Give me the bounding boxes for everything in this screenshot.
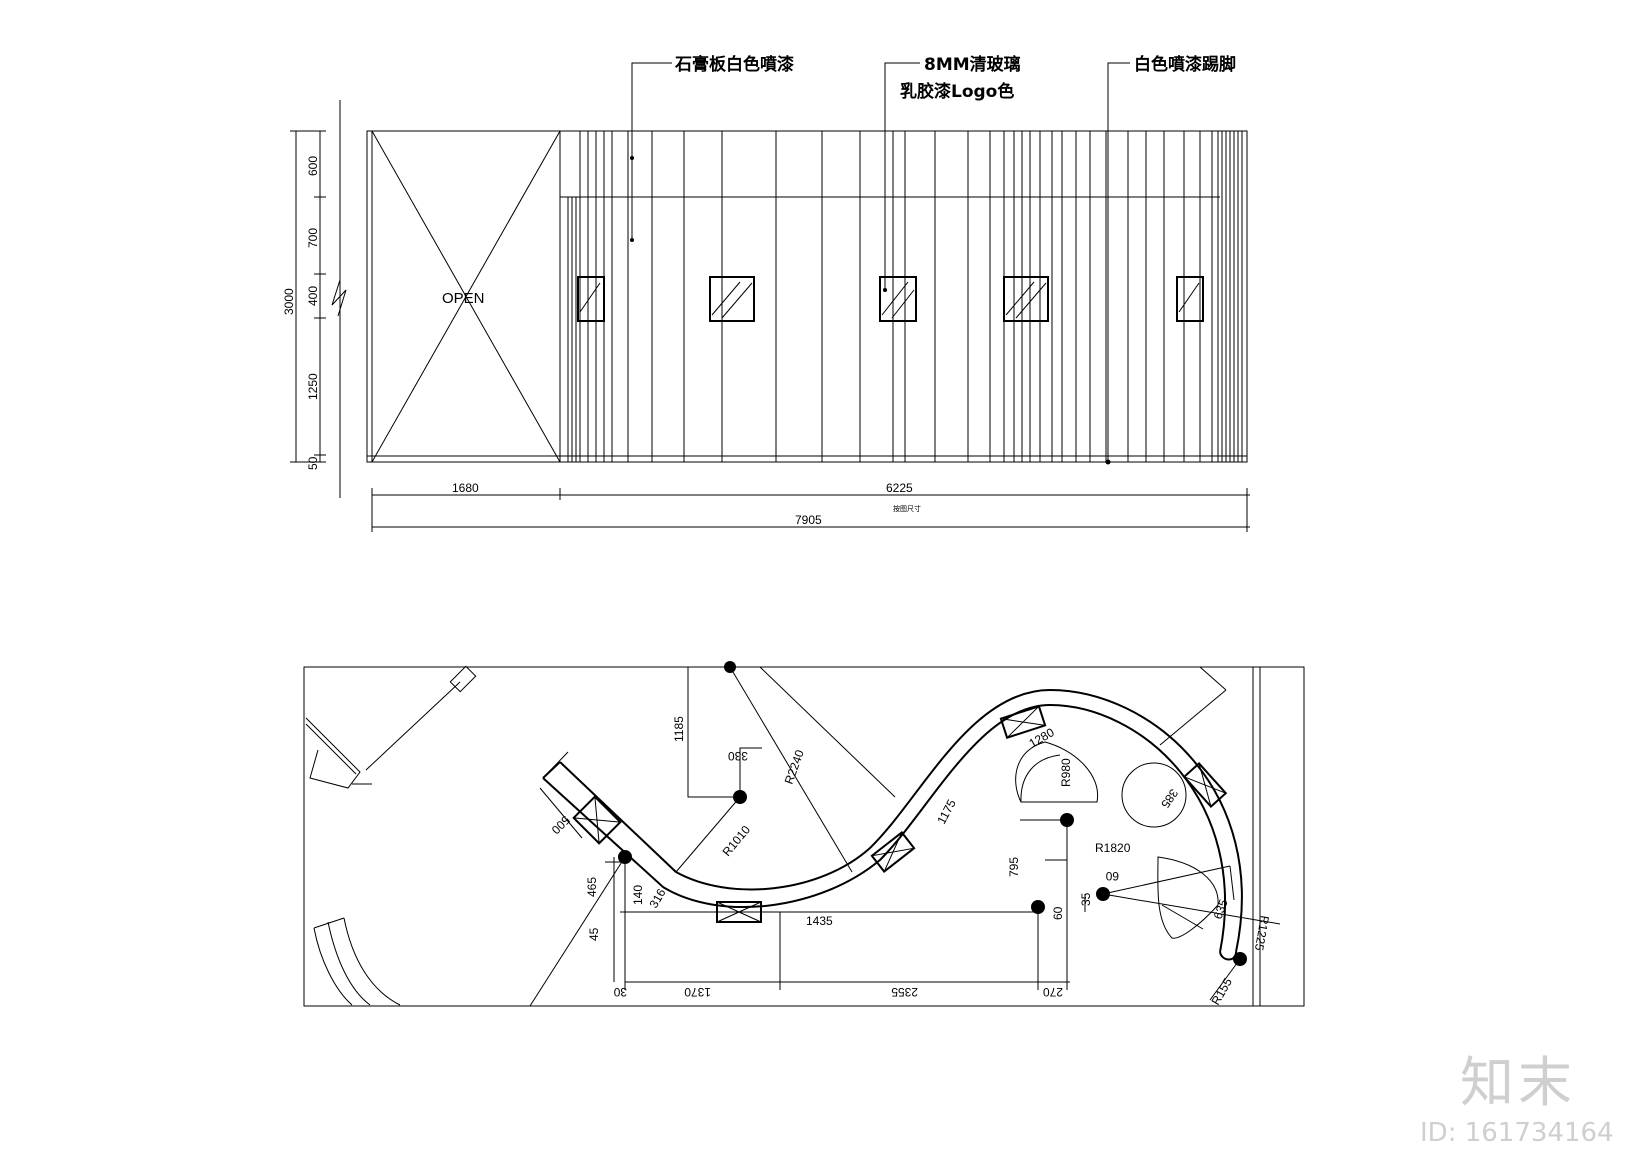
callout-kick: 白色噴漆踢脚 xyxy=(1134,54,1236,75)
dim-1435: 1435 xyxy=(806,914,833,928)
dim-385: 385 xyxy=(1158,786,1181,811)
watermark-logo: 知末 xyxy=(1460,1051,1576,1114)
callout-glass-2: 乳胶漆Logo色 xyxy=(900,81,1014,102)
open-door: OPEN xyxy=(371,130,561,463)
stools xyxy=(1015,741,1219,939)
dim-700: 700 xyxy=(306,228,320,248)
dim-465: 465 xyxy=(585,877,599,897)
callouts: 石膏板白色噴漆 8MM清玻璃 乳胶漆Logo色 白色噴漆踢脚 xyxy=(630,54,1236,465)
dim-r1820: R1820 xyxy=(1095,841,1131,855)
dim-400: 400 xyxy=(306,286,320,306)
dim-30: 30 xyxy=(613,985,627,999)
display-window xyxy=(1003,276,1049,322)
dim-6225: 6225 xyxy=(886,481,913,495)
dim-140: 140 xyxy=(631,885,645,905)
dim-270: 270 xyxy=(1043,985,1063,999)
display-window xyxy=(709,276,755,322)
dim-note: 按图尺寸 xyxy=(893,504,921,513)
pivot-points xyxy=(618,661,1247,966)
dim-60b: 60 xyxy=(1105,869,1119,883)
dim-50: 50 xyxy=(306,456,320,470)
dim-1175: 1175 xyxy=(934,797,959,827)
dim-1680: 1680 xyxy=(452,481,479,495)
display-window xyxy=(1176,276,1204,322)
dim-635: 635 xyxy=(1211,897,1231,921)
dim-795: 795 xyxy=(1007,857,1021,877)
dim-1280: 1280 xyxy=(1027,725,1057,751)
counter-boxes xyxy=(572,705,1228,923)
callout-gypsum: 石膏板白色噴漆 xyxy=(674,54,794,75)
display-windows xyxy=(577,276,1204,322)
plan-dimension-text: 1185 330 R2240 R1010 500 465 140 316 45 … xyxy=(548,716,1271,1008)
dim-r1010: R1010 xyxy=(720,823,754,859)
dim-r2240: R2240 xyxy=(782,748,807,786)
watermark-id: ID: 161734164 xyxy=(1420,1118,1614,1148)
dim-2355: 2355 xyxy=(891,985,918,999)
plan-dimension-lines xyxy=(529,666,1281,1007)
vertical-dimensions: 3000 600 700 400 1250 50 xyxy=(282,100,347,498)
display-window xyxy=(879,276,917,322)
dim-330: 330 xyxy=(728,749,748,763)
elevation-outline xyxy=(366,130,1248,463)
dim-7905: 7905 xyxy=(795,513,822,527)
display-window xyxy=(577,276,605,322)
s-counter xyxy=(542,688,1243,961)
dim-1370: 1370 xyxy=(684,985,711,999)
plan-view: 1185 330 R2240 R1010 500 465 140 316 45 … xyxy=(303,661,1305,1008)
callout-glass-1: 8MM清玻璃 xyxy=(924,54,1021,75)
dim-60a: 60 xyxy=(1051,906,1065,920)
dim-35: 35 xyxy=(1079,892,1093,906)
dim-45: 45 xyxy=(587,927,601,941)
dim-3000: 3000 xyxy=(282,288,296,315)
dim-600: 600 xyxy=(306,156,320,176)
plan-outline xyxy=(303,666,1305,1007)
horizontal-dimensions: 1680 6225 7905 按图尺寸 xyxy=(371,481,1250,532)
left-display-unit xyxy=(305,665,477,789)
left-bench xyxy=(313,917,401,1006)
dim-500: 500 xyxy=(548,813,572,837)
dim-1185: 1185 xyxy=(672,716,686,742)
wall-panel-lines xyxy=(567,131,1243,462)
elevation-view: OPEN 石膏板白色噴漆 8MM清玻璃 乳胶漆Logo色 xyxy=(282,54,1250,532)
dim-1250: 1250 xyxy=(306,373,320,400)
open-label: OPEN xyxy=(442,290,485,307)
dim-r155: R155 xyxy=(1208,975,1235,1007)
dim-r1225: R1225 xyxy=(1252,914,1272,952)
dim-r980: R980 xyxy=(1059,758,1073,787)
